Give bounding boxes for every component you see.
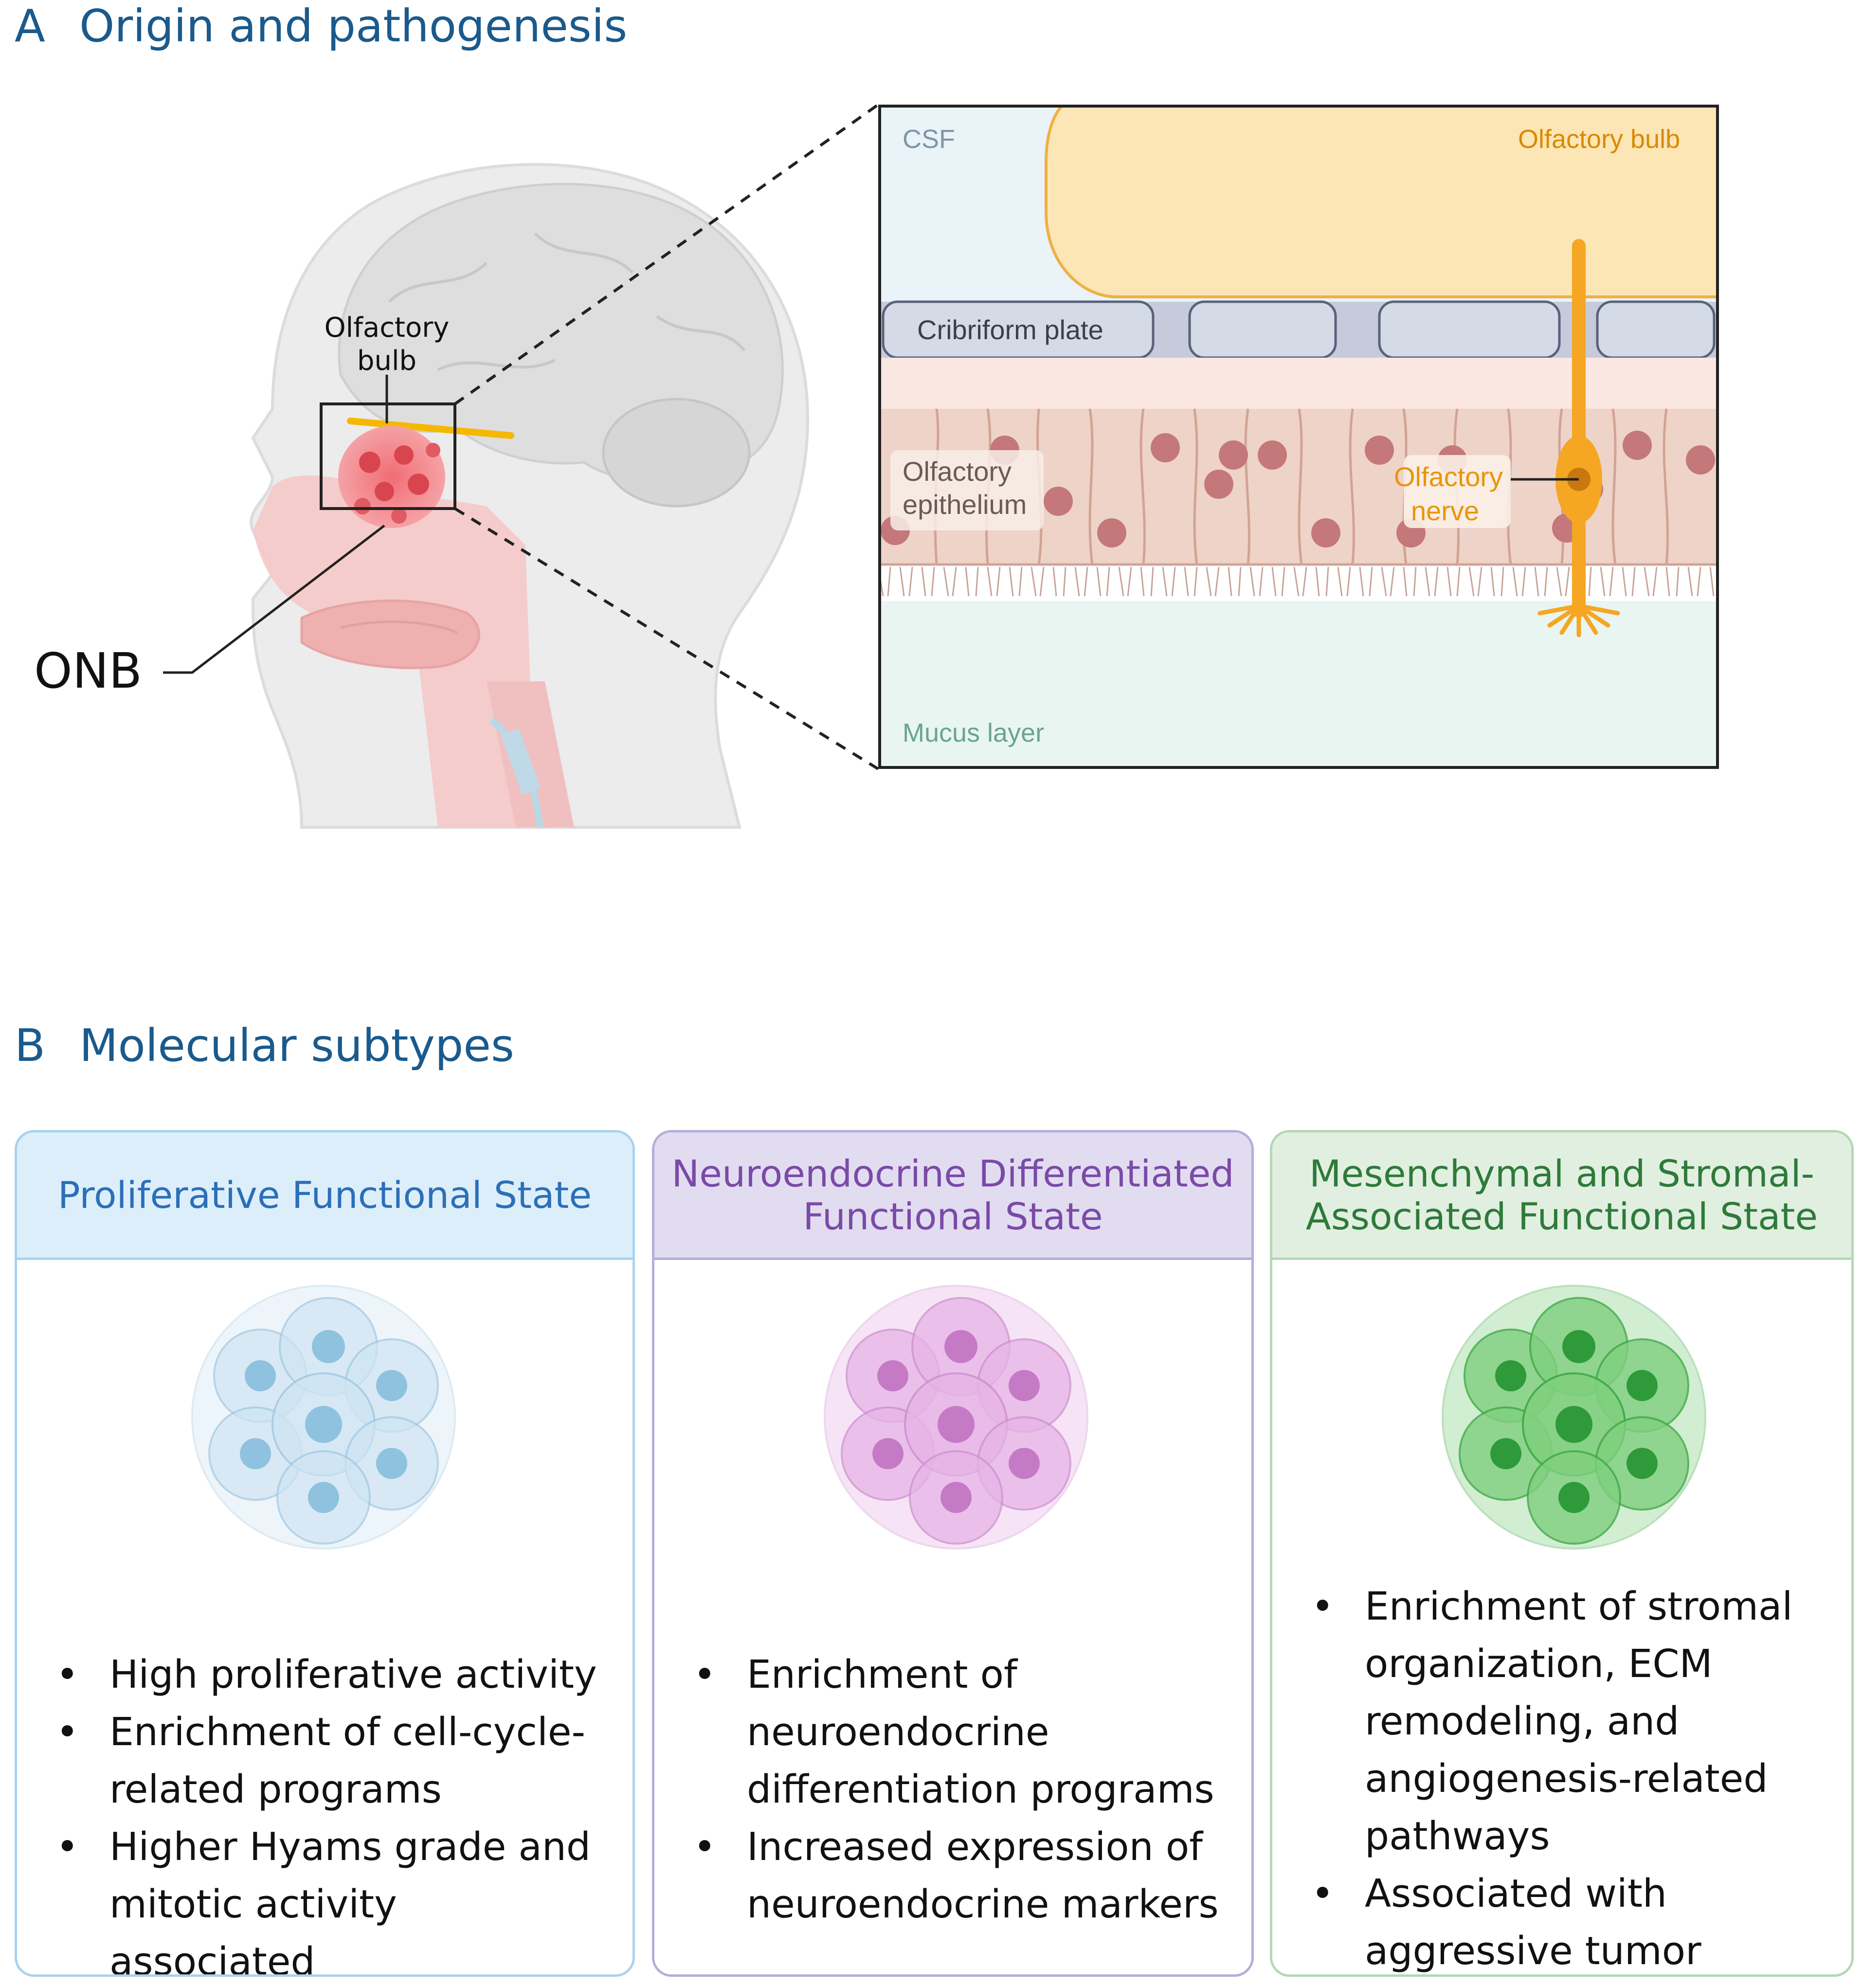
panel-b-title-text: Molecular subtypes [79, 1020, 514, 1072]
nerve-label: Olfactory nerve [1394, 460, 1503, 528]
card-neuroendocrine-bullet-1: Enrichment of neuroendocrine differentia… [693, 1646, 1232, 1818]
mesenchymal-cell-cluster-icon [1442, 1285, 1706, 1550]
neuroendocrine-cell-cluster-icon [824, 1285, 1088, 1550]
epithelium-inset [878, 105, 1719, 769]
cribriform-plate-label: Cribriform plate [917, 314, 1103, 345]
cerebellum [602, 398, 751, 508]
zoom-connector-lines [454, 103, 879, 770]
epithelium-label-bg [890, 450, 1044, 530]
nerve-label-line2: nerve [1410, 495, 1480, 526]
olfactory-bulb-head [347, 418, 514, 439]
card-mesenchymal-title-line2: Associated Functional State [1305, 1194, 1818, 1238]
olfactory-neuron [1511, 239, 1620, 638]
cribriform-block-3 [1378, 300, 1561, 359]
nerve-label-line1: Olfactory [1394, 461, 1503, 492]
panel-b-title: B Molecular subtypes [15, 1020, 514, 1072]
card-mesenchymal-bullet-2: Associated with aggressive tumor behavio… [1311, 1865, 1832, 1974]
oral-cavity [300, 600, 480, 670]
nerve-label-bg [1404, 455, 1511, 528]
card-mesenchymal-bullet-1: Enrichment of stromal organization, ECM … [1311, 1578, 1832, 1865]
card-neuroendocrine-title-line2: Functional State [803, 1194, 1103, 1238]
lamina-propria [878, 358, 1719, 411]
epithelium-label: Olfactory epithelium [903, 455, 1027, 521]
card-proliferative-bullet-1: High proliferative activity [56, 1646, 613, 1703]
head-olfactory-bulb-line2: bulb [357, 345, 417, 377]
proliferative-cell-cluster-icon [191, 1285, 456, 1550]
card-proliferative: Proliferative Functional State High prol… [15, 1130, 635, 1977]
card-mesenchymal-title-line1: Mesenchymal and Stromal- [1309, 1151, 1815, 1195]
head-illustration [163, 163, 810, 829]
card-neuroendocrine-bullet-2: Increased expression of neuroendocrine m… [693, 1818, 1232, 1933]
mucus-label: Mucus layer [903, 718, 1045, 748]
card-neuroendocrine-header: Neuroendocrine Differentiated Functional… [654, 1132, 1251, 1260]
epithelium-label-line1: Olfactory [903, 456, 1012, 487]
olfactory-bulb-region [1045, 105, 1719, 298]
panel-a-letter: A [15, 0, 45, 52]
card-neuroendocrine-bullets: Enrichment of neuroendocrine differentia… [688, 1646, 1232, 1933]
throat [487, 681, 574, 827]
panel-b-letter: B [15, 1020, 46, 1072]
card-proliferative-bullets: High proliferative activity Enrichment o… [51, 1646, 613, 1974]
inset-olfactory-bulb-label: Olfactory bulb [1518, 125, 1681, 154]
epithelium-label-line2: epithelium [903, 489, 1027, 520]
card-neuroendocrine: Neuroendocrine Differentiated Functional… [652, 1130, 1254, 1977]
card-mesenchymal-header: Mesenchymal and Stromal- Associated Func… [1272, 1132, 1851, 1260]
csf-label: CSF [903, 125, 955, 154]
cilia [878, 566, 1715, 597]
head-olfactory-bulb-line1: Olfactory [324, 312, 450, 344]
card-neuroendocrine-title-line1: Neuroendocrine Differentiated [671, 1151, 1234, 1195]
card-proliferative-bullet-3: Higher Hyams grade and mitotic activity … [56, 1818, 613, 1974]
panel-a-title: A Origin and pathogenesis [15, 0, 627, 52]
card-mesenchymal: Mesenchymal and Stromal- Associated Func… [1270, 1130, 1854, 1977]
tumor-mass [338, 426, 445, 528]
panel-a-title-text: Origin and pathogenesis [79, 0, 628, 52]
nasal-cavity [253, 475, 535, 827]
card-proliferative-bullet-2: Enrichment of cell-cycle-related program… [56, 1703, 613, 1818]
head-olfactory-bulb-label: Olfactory bulb [316, 311, 457, 378]
onb-label: ONB [34, 642, 143, 699]
card-mesenchymal-bullets: Enrichment of stromal organization, ECM … [1306, 1578, 1832, 1974]
card-proliferative-header: Proliferative Functional State [17, 1132, 633, 1260]
cribriform-block-2 [1188, 300, 1337, 359]
card-proliferative-title-line1: Proliferative Functional State [57, 1173, 592, 1217]
cribriform-block-4 [1596, 300, 1716, 359]
